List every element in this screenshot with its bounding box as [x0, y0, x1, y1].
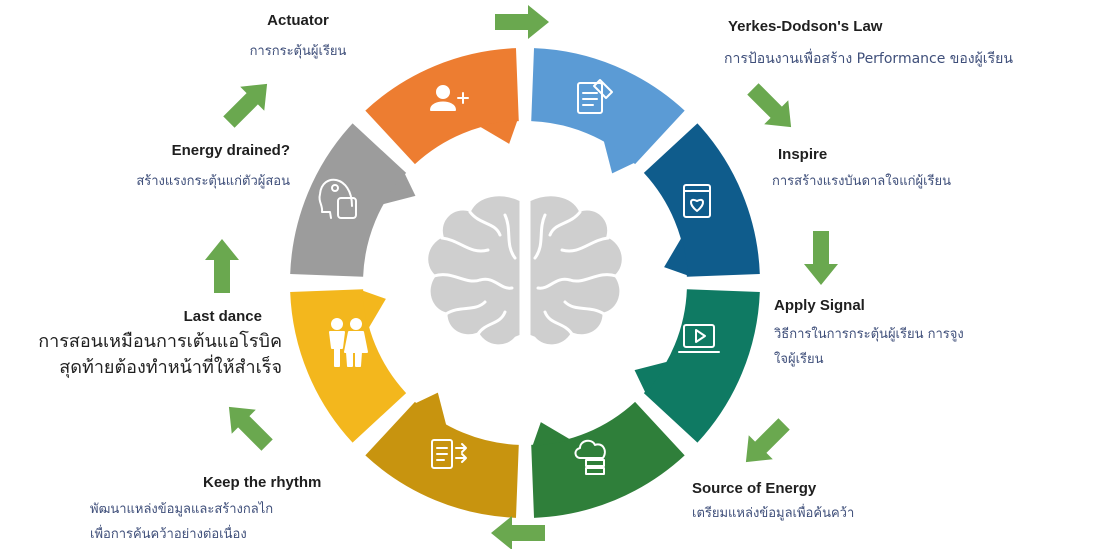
- segment-tail-energy: [478, 119, 518, 144]
- rhythm-title: Keep the rhythm: [203, 474, 322, 491]
- label-apply: Apply Signal วิธีการในการกระตุ้นผู้เรียน…: [774, 297, 964, 372]
- label-inspire: Inspire การสร้างแรงบันดาลใจแก่ผู้เรียน: [772, 146, 951, 194]
- segment-tail-actuator: [603, 138, 636, 174]
- label-yerkes: Yerkes-Dodson's Law การป้อนงานเพื่อสร้าง…: [724, 18, 1013, 72]
- flow-arrow-bottom: [491, 516, 545, 549]
- label-energy: Energy drained? สร้างแรงกระตุ้นแก่ตัวผู้…: [0, 142, 290, 194]
- energy-desc: สร้างแรงกระตุ้นแก่ตัวผู้สอน: [136, 174, 290, 189]
- yerkes-title: Yerkes-Dodson's Law: [728, 18, 883, 35]
- cloud-server-icon: [574, 439, 606, 475]
- flow-arrow-apply-source: [745, 418, 790, 463]
- segment-tail-lastdance: [380, 172, 416, 205]
- lastdance-desc-2: สุดท้ายต้องทำหน้าที่ให้สำเร็จ: [59, 357, 282, 378]
- segment-icons: [318, 79, 720, 475]
- segment-apply: [531, 401, 685, 518]
- actuator-desc: การกระตุ้นผู้เรียน: [249, 44, 347, 59]
- segment-tail-rhythm: [361, 290, 386, 330]
- apply-desc-2: ใจผู้เรียน: [774, 352, 824, 367]
- inspire-title: Inspire: [778, 146, 828, 163]
- flow-arrow-lastdance-energy: [205, 239, 239, 293]
- book-heart-icon: [683, 184, 711, 218]
- user-plus-icon: [430, 85, 469, 111]
- document-arrows-icon: [431, 439, 467, 469]
- flow-arrow-yerkes-inspire: [747, 83, 792, 128]
- video-screen-icon: [678, 324, 720, 353]
- label-rhythm: Keep the rhythm พัฒนาแหล่งข้อมูลและสร้าง…: [70, 474, 321, 547]
- flow-arrow-top: [495, 5, 549, 39]
- label-lastdance: Last dance การสอนเหมือนการเต้นแอโรบิค สุ…: [0, 308, 282, 381]
- segment-tail-yerkes: [664, 236, 689, 276]
- document-pen-icon: [577, 79, 613, 114]
- inspire-desc: การสร้างแรงบันดาลใจแก่ผู้เรียน: [772, 174, 952, 189]
- rhythm-desc-1: พัฒนาแหล่งข้อมูลและสร้างกลไก: [90, 502, 274, 517]
- segment-tail-inspire: [634, 361, 670, 394]
- apply-desc-1: วิธีการในการกระตุ้นผู้เรียน การจูง: [774, 327, 964, 342]
- segment-actuator: [531, 48, 685, 165]
- head-hand-icon: [318, 178, 357, 219]
- flow-arrow-inspire-apply: [804, 231, 838, 285]
- lastdance-desc-1: การสอนเหมือนการเต้นแอโรบิค: [38, 331, 282, 352]
- segment-inspire: [643, 289, 760, 443]
- flow-arrow-energy-actuator: [223, 83, 268, 128]
- segment-tail-apply: [532, 422, 572, 447]
- flow-arrow-rhythm-lastdance: [228, 406, 273, 451]
- ring-segments: [290, 48, 760, 518]
- label-source: Source of Energy เตรียมแหล่งข้อมูลเพื่อค…: [692, 480, 854, 526]
- source-title: Source of Energy: [692, 480, 817, 497]
- apply-title: Apply Signal: [774, 297, 865, 314]
- source-desc: เตรียมแหล่งข้อมูลเพื่อค้นคว้า: [692, 506, 855, 521]
- energy-title: Energy drained?: [171, 142, 290, 159]
- brain-icon: [425, 193, 625, 348]
- people-icon: [329, 318, 368, 367]
- lastdance-title: Last dance: [183, 308, 262, 325]
- segment-lastdance: [290, 123, 407, 277]
- flow-arrows: [205, 5, 838, 549]
- rhythm-desc-2: เพื่อการค้นคว้าอย่างต่อเนื่อง: [90, 527, 247, 542]
- actuator-title: Actuator: [267, 12, 329, 29]
- segment-tail-source: [414, 392, 447, 428]
- label-actuator: Actuator การกระตุ้นผู้เรียน: [208, 12, 388, 64]
- yerkes-desc: การป้อนงานเพื่อสร้าง Performance ของผู้เ…: [724, 51, 1013, 67]
